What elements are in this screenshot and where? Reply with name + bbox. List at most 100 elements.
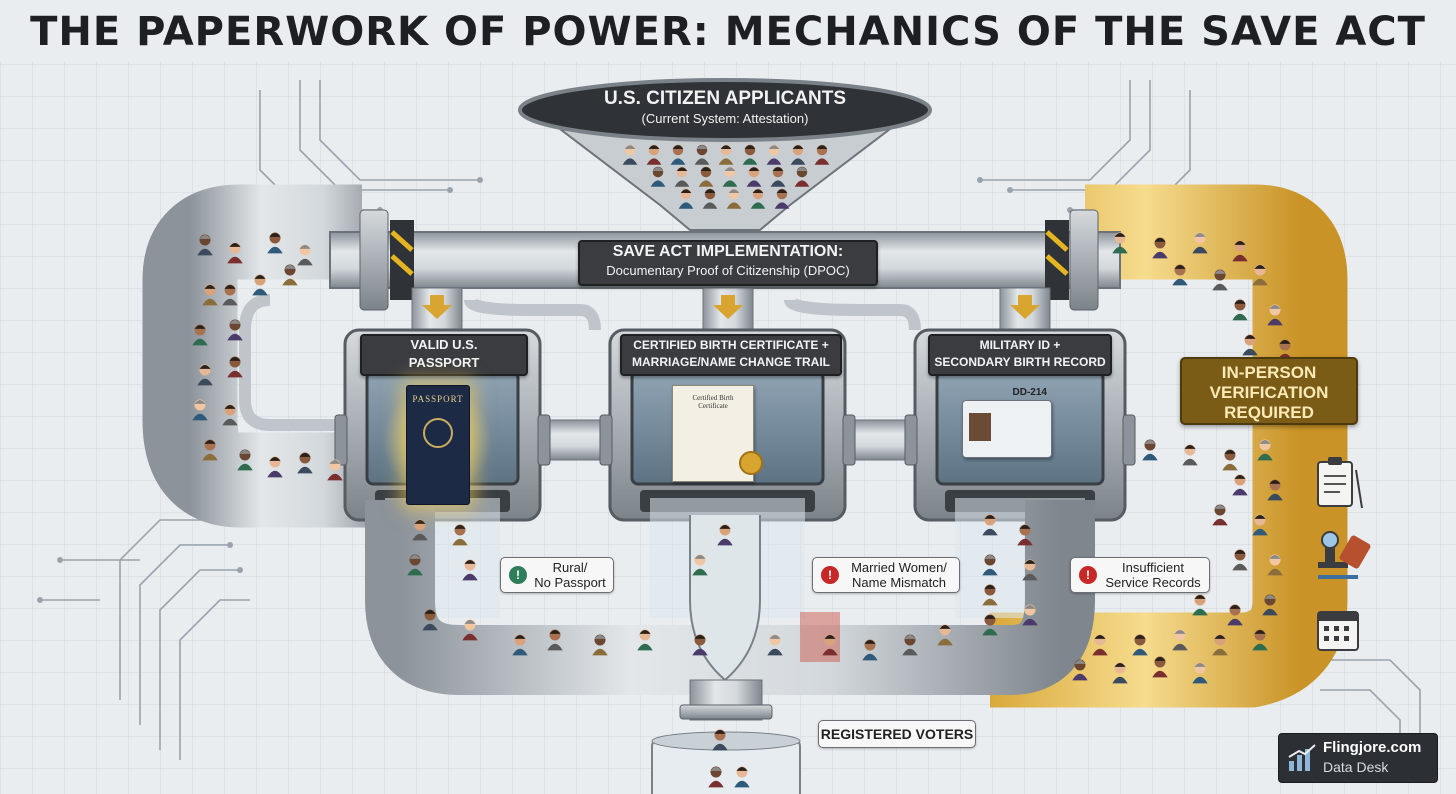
funnel-label-line1: U.S. CITIZEN APPLICANTS <box>603 88 847 109</box>
passport-seal-icon <box>423 418 453 448</box>
station-label-passport: VALID U.S. PASSPORT <box>360 334 528 376</box>
passport-document: PASSPORT <box>406 385 470 505</box>
birth-certificate-title: Certified Birth Certificate <box>692 394 734 410</box>
applicant-figure <box>750 188 766 209</box>
thin-tube-b <box>784 297 921 331</box>
applicant-figure <box>1252 514 1268 536</box>
callout-line2: No Passport <box>534 575 606 590</box>
applicant-figure <box>862 639 878 661</box>
verification-label: IN-PERSON VERIFICATION REQUIRED <box>1180 357 1358 425</box>
applicant-figure <box>1112 662 1128 684</box>
applicant-figure <box>1112 232 1128 254</box>
applicant-figure <box>297 452 313 474</box>
hazard-stripes <box>390 230 1069 276</box>
left-inner-tube <box>239 294 360 431</box>
station-label-birth-certificate: CERTIFIED BIRTH CERTIFICATE + MARRIAGE/N… <box>620 334 842 376</box>
applicant-figure <box>1267 304 1283 326</box>
applicant-figure <box>774 188 790 209</box>
output-flange <box>679 704 773 720</box>
applicant-figure <box>814 144 830 165</box>
applicant-figure <box>1072 659 1088 681</box>
applicant-figure <box>267 232 283 254</box>
applicant-figure <box>197 364 213 386</box>
applicant-figure <box>1132 634 1148 656</box>
applicant-figure <box>1257 439 1273 461</box>
applicant-figure <box>227 242 243 264</box>
applicant-figure <box>1022 604 1038 626</box>
left-loop-pipe <box>142 184 395 528</box>
applicant-figure <box>708 766 724 788</box>
applicant-figure <box>1182 444 1198 466</box>
applicant-crowd <box>192 144 1293 788</box>
applicant-figure <box>902 634 918 656</box>
pipe-header-label: SAVE ACT IMPLEMENTATION: Documentary Pro… <box>578 240 878 286</box>
applicant-figure <box>462 619 478 641</box>
applicant-figure <box>692 634 708 656</box>
verification-line1: IN-PERSON <box>1221 363 1317 382</box>
applicant-figure <box>202 284 218 306</box>
applicant-figure <box>1022 559 1038 581</box>
callout-married-women: ! Married Women/Name Mismatch <box>812 557 960 593</box>
certificate-seal-icon <box>739 451 763 475</box>
pipe-header-line1: SAVE ACT IMPLEMENTATION: <box>612 243 844 260</box>
applicant-figure <box>1232 240 1248 262</box>
applicant-figure <box>512 634 528 656</box>
id-photo <box>969 413 991 441</box>
applicant-figure <box>1242 334 1258 356</box>
applicant-figure <box>1172 264 1188 286</box>
applicant-figure <box>982 514 998 536</box>
page-title: THE PAPERWORK OF POWER: MECHANICS OF THE… <box>30 9 1426 55</box>
applicant-figure <box>222 284 238 306</box>
applicant-figure <box>1152 237 1168 259</box>
station-label-line1: MILITARY ID + <box>979 338 1061 352</box>
callout-line2: Service Records <box>1105 575 1201 590</box>
passport-cover-text: PASSPORT <box>412 394 464 404</box>
applicant-figure <box>1172 629 1188 651</box>
applicant-figure <box>197 234 213 256</box>
dd214-text: DD-214 <box>1012 387 1047 398</box>
applicant-figure <box>767 634 783 656</box>
applicant-figure <box>1252 264 1268 286</box>
verification-line2: VERIFICATION <box>1209 383 1329 402</box>
verification-bypass-pipe <box>990 184 1348 708</box>
applicant-figure <box>227 319 243 341</box>
applicant-figure <box>722 166 738 187</box>
station-label-line1: CERTIFIED BIRTH CERTIFICATE + <box>633 338 829 352</box>
applicant-figure <box>982 554 998 576</box>
brand-badge: Flingjore.com Data Desk <box>1278 733 1438 783</box>
applicant-figure <box>712 729 728 751</box>
funnel-rim <box>518 78 932 142</box>
applicant-figure <box>1262 594 1278 616</box>
applicant-figure <box>1192 662 1208 684</box>
applicant-figure <box>422 609 438 631</box>
station-label-line2: SECONDARY BIRTH RECORD <box>934 355 1106 369</box>
applicant-figure <box>692 554 708 576</box>
station-label-military-id: MILITARY ID + SECONDARY BIRTH RECORD <box>928 334 1112 376</box>
applicant-figure <box>770 166 786 187</box>
funnel-label: U.S. CITIZEN APPLICANTS (Current System:… <box>560 88 890 127</box>
brand-name: Flingjore.com <box>1323 739 1422 756</box>
applicant-figure <box>742 144 758 165</box>
thin-tube-a <box>464 297 601 331</box>
alert-icon: ! <box>821 566 839 584</box>
applicant-figure <box>1232 549 1248 571</box>
applicant-figure <box>237 449 253 471</box>
stamp-icon <box>1318 531 1371 579</box>
military-id-document: DD-214 <box>962 387 1052 458</box>
applicant-figure <box>646 144 662 165</box>
callout-line1: Rural/ <box>552 560 588 575</box>
applicant-figure <box>1267 479 1283 501</box>
applicant-figure <box>694 144 710 165</box>
applicant-figure <box>297 244 313 266</box>
applicant-figure <box>592 634 608 656</box>
applicant-figure <box>1227 604 1243 626</box>
applicant-figure <box>412 519 428 541</box>
applicant-figure <box>252 274 268 296</box>
applicant-figure <box>1232 299 1248 321</box>
applicant-figure <box>1092 634 1108 656</box>
applicant-figure <box>650 166 666 187</box>
alert-icon: ! <box>1079 566 1097 584</box>
applicant-figure <box>1232 474 1248 496</box>
